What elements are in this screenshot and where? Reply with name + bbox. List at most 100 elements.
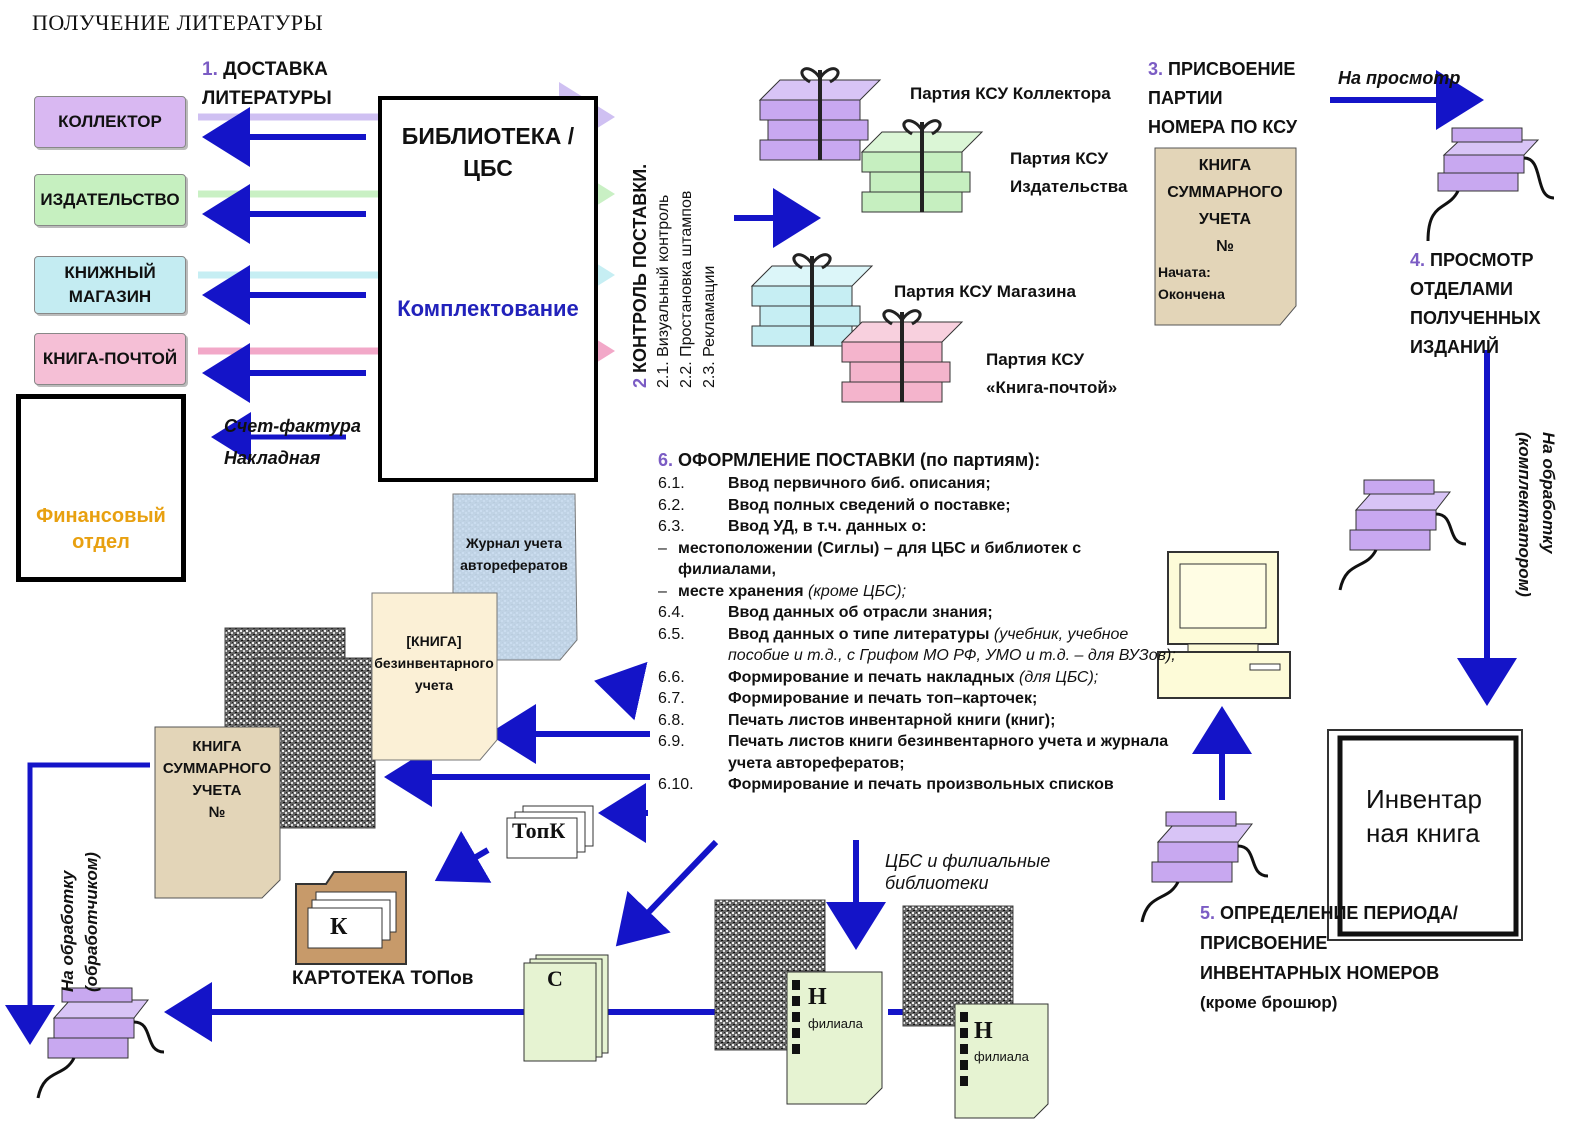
step5-number: 5. [1200,903,1216,923]
h-sub-2: филиала [974,1049,1029,1064]
step6-item: 6.1.Ввод первичного биб. описания; [658,473,1178,495]
supplier-publisher-label: ИЗДАТЕЛЬСТВО [40,190,180,209]
batch-publisher-label: Партия КСУ Издательства [1010,145,1127,201]
card-letter: К [330,914,348,940]
h-sub-1: филиала [808,1016,863,1031]
batch-mail-label-2: «Книга-почтой» [986,378,1118,397]
noninv-line-1: [КНИГА] [406,633,462,649]
ksu-left-line-2: СУММАРНОГО [162,760,272,777]
to-view-label: На просмотр [1338,68,1461,88]
step6-item-num: 6.6. [658,668,685,686]
branches-line-1: ЦБС и филиальные [885,851,1051,871]
step6-item-text: местоположении (Сиглы) – для ЦБС и библи… [678,539,1082,579]
step6-item-num: 6.10. [658,776,694,793]
batch-box-shop [750,253,874,347]
processing-left-line-2: (обработчиком) [82,852,101,992]
h-letter-1: Н [808,984,827,1010]
step6-item-text: Ввод УД, в т.ч. данных о: [728,518,927,535]
step6-item-text: Ввод данных о типе литературы [728,625,990,643]
supplier-bookshop: КНИЖНЫЙ МАГАЗИН [34,256,186,314]
h-doc-2 [954,1003,1049,1119]
ksu-book-text: КНИГА СУММАРНОГО УЧЕТА № Начата: Окончен… [1158,152,1292,304]
branches-line-2: библиотеки [885,873,989,893]
step1-title-line2: ЛИТЕРАТУРЫ [202,88,332,109]
step2-item-3: 2.3. Рекламации [701,265,718,388]
step6-item: 6.9.Печать листов книги безинвентарного … [658,731,1178,774]
step6-item: 6.6. Формирование и печать накладных (для… [658,667,1178,689]
library-box: БИБЛИОТЕКА / ЦБС Комплектование [378,96,598,482]
processing-right-line-2: (комплектатором) [1515,432,1534,597]
ksu-left-line-3: УЧЕТА [192,782,242,799]
step6-item: 6.5.Ввод данных о типе литературы (учебн… [658,624,1178,667]
step3-line-1: ПРИСВОЕНИЕ [1168,59,1296,79]
step2-number: 2 [630,377,650,388]
supplier-mail: КНИГА-ПОЧТОЙ [34,333,186,385]
inventory-line-2: ная книга [1366,818,1480,848]
invoice-label: Счет-фактура Накладная [224,410,361,474]
step4-number: 4. [1410,250,1426,270]
ksu-book-line-2: СУММАРНОГО [1167,184,1283,201]
batch-mail-label: Партия КСУ «Книга-почтой» [986,346,1117,402]
step4-title: 4. ПРОСМОТР ОТДЕЛАМИ ПОЛУЧЕННЫХ ИЗДАНИЙ [1410,246,1541,362]
batch-shop-label: Партия КСУ Магазина [894,282,1076,301]
ksu-book-line-4: № [1216,238,1234,255]
step6-title: 6. ОФОРМЛЕНИЕ ПОСТАВКИ (по партиям): [658,447,1178,473]
c-doc-stack [523,954,609,1062]
invoice-line-1: Счет-фактура [224,416,361,436]
step6-item-num: 6.8. [658,711,685,729]
step2-block: 2 КОНТРОЛЬ ПОСТАВКИ. 2.1. Визуальный кон… [628,108,721,388]
step3-line-3: НОМЕРА ПО КСУ [1148,117,1298,137]
nonInv-doc [371,592,498,761]
step5-line-3: ИНВЕНТАРНЫХ НОМЕРОВ [1200,963,1440,983]
ksu-left-line-4: № [208,804,226,821]
step6-item: 6.10.Формирование и печать произвольных … [658,774,1178,796]
step1-title: 1. ДОСТАВКА ЛИТЕРАТУРЫ [202,55,332,113]
batch-box-collector [758,67,882,161]
ksu-doc-left [154,726,281,899]
noninv-doc-label: [КНИГА] безинвентарного учета [372,630,496,696]
journal-line-2: авторефератов [460,557,568,573]
step1-title-line1: ДОСТАВКА [223,59,328,80]
step6-item-text: Печать листов инвентарной книги (книг); [728,711,1056,729]
step6-item-text: Формирование и печать накладных [728,668,1015,686]
step6-item: –месте хранения (кроме ЦБС); [658,581,1178,603]
book-stack-period [1140,811,1269,923]
step6-item-note: (для ЦБС); [1019,668,1099,686]
batch-publisher-label-2: Издательства [1010,177,1128,196]
step5-line-1: ОПРЕДЕЛЕНИЕ ПЕРИОДА/ [1220,903,1458,923]
branches-caption: ЦБС и филиальные библиотеки [885,850,1050,894]
ksu-left-line-1: КНИГА [192,738,242,755]
library-caption: Комплектование [397,296,579,321]
library-title-1: БИБЛИОТЕКА / [401,123,575,149]
book-stack-view [1426,127,1555,242]
finance-label-2: отдел [72,531,130,553]
step6-item-text: Ввод данных об отрасли знания; [728,604,993,621]
supplier-bookshop-label-2: МАГАЗИН [68,287,152,306]
batch-publisher-label-1: Партия КСУ [1010,149,1109,168]
step3-number: 3. [1148,59,1164,79]
step6-item-num: – [658,582,667,600]
c-letter: С [547,966,563,991]
book-stack-left [36,987,165,1099]
step5-block: 5. ОПРЕДЕЛЕНИЕ ПЕРИОДА/ ПРИСВОЕНИЕ ИНВЕН… [1200,898,1458,1018]
step6-item: 6.3. Ввод УД, в т.ч. данных о: [658,516,1178,538]
step6-item-num: 6.5. [658,625,685,643]
step4-line-3: ПОЛУЧЕННЫХ [1410,308,1541,328]
step6-item-num: 6.7. [658,690,685,707]
step2-item-1: 2.1. Визуальный контроль [655,194,672,388]
arrow-left-processing [5,762,150,1045]
step6-item-num: 6.4. [658,604,685,621]
batch-box-publisher [860,119,984,213]
step6-item: –местоположении (Сиглы) – для ЦБС и библ… [658,538,1178,581]
step2-title: КОНТРОЛЬ ПОСТАВКИ. [630,163,650,373]
topk-cards [506,805,594,859]
noninv-line-2: безинвентарного [374,655,494,671]
book-stack-processing [1338,479,1467,591]
computer-icon [1157,551,1291,699]
step6-item-num: 6.3. [658,518,685,535]
step6-item-text: Ввод полных сведений о поставке; [728,496,1011,514]
step3-line-2: ПАРТИИ [1148,88,1223,108]
step6-item-num: 6.2. [658,496,685,514]
processing-right-label: На обработку (комплектатором) [1512,432,1560,597]
